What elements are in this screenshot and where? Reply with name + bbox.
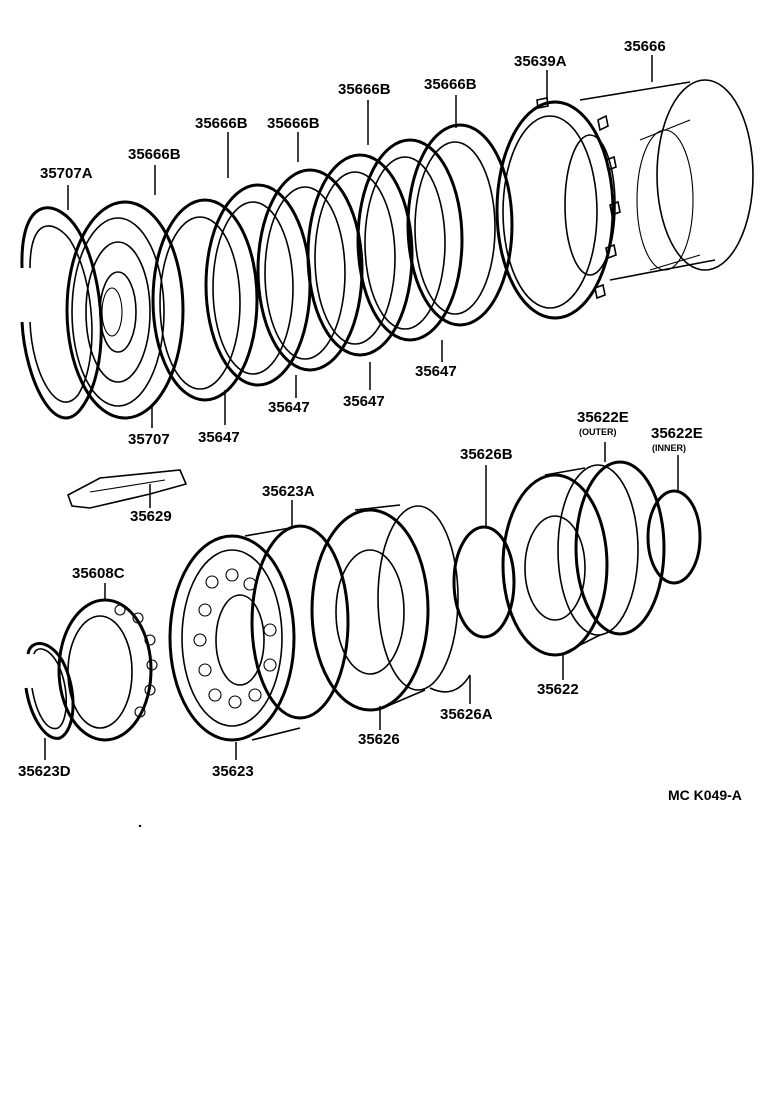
o-ring-35626B (452, 525, 516, 639)
clutch-drum-35666 (579, 79, 754, 281)
snap-ring-35707A (20, 206, 103, 420)
label-35666B: 35666B (267, 115, 320, 132)
label-35623: 35623 (212, 763, 254, 780)
label-35623D: 35623D (18, 763, 71, 780)
label-35666B: 35666B (195, 115, 248, 132)
leader-lines (44, 55, 679, 760)
piston-35626 (310, 504, 459, 712)
label-35707A: 35707A (40, 165, 93, 182)
o-ring-35626A (429, 674, 471, 693)
label-35629: 35629 (130, 508, 172, 525)
label-35647: 35647 (343, 393, 385, 410)
piston-35623 (168, 527, 301, 742)
label-35623A: 35623A (262, 483, 315, 500)
label-35622E-inner: 35622E (651, 425, 703, 442)
label-35639A: 35639A (514, 53, 567, 70)
snap-ring-35623D (24, 642, 75, 740)
retaining-plate-35639A (495, 97, 621, 320)
clutch-disc-stack (151, 123, 514, 402)
label-35666B: 35666B (424, 76, 477, 93)
stray-mark (138, 824, 142, 828)
label-35622E-inner-note: (INNER) (652, 443, 686, 453)
part-labels: 35666 35639A 35666B 35666B 35666B 35666B… (18, 38, 742, 803)
o-ring-35622E-outer (574, 460, 666, 636)
label-35707: 35707 (128, 431, 170, 448)
label-35626B: 35626B (460, 446, 513, 463)
label-35647: 35647 (415, 363, 457, 380)
label-35622: 35622 (537, 681, 579, 698)
label-35647: 35647 (198, 429, 240, 446)
label-35622E-outer: 35622E (577, 409, 629, 426)
spring-retainer-35608C (57, 598, 158, 742)
label-35622E-outer-note: (OUTER) (579, 427, 617, 437)
label-35666B: 35666B (338, 81, 391, 98)
o-ring-35622E-inner (646, 489, 702, 585)
label-35666B: 35666B (128, 146, 181, 163)
seal-retainer-35622 (501, 464, 639, 657)
label-35608C: 35608C (72, 565, 125, 582)
label-35666: 35666 (624, 38, 666, 55)
diagram-reference-code: MC K049-A (668, 787, 742, 803)
label-35626: 35626 (358, 731, 400, 748)
label-35647: 35647 (268, 399, 310, 416)
pressure-plate-35707 (65, 200, 185, 420)
label-35626A: 35626A (440, 706, 493, 723)
o-ring-35623A (250, 524, 350, 720)
spring-clip-35629 (67, 469, 188, 509)
